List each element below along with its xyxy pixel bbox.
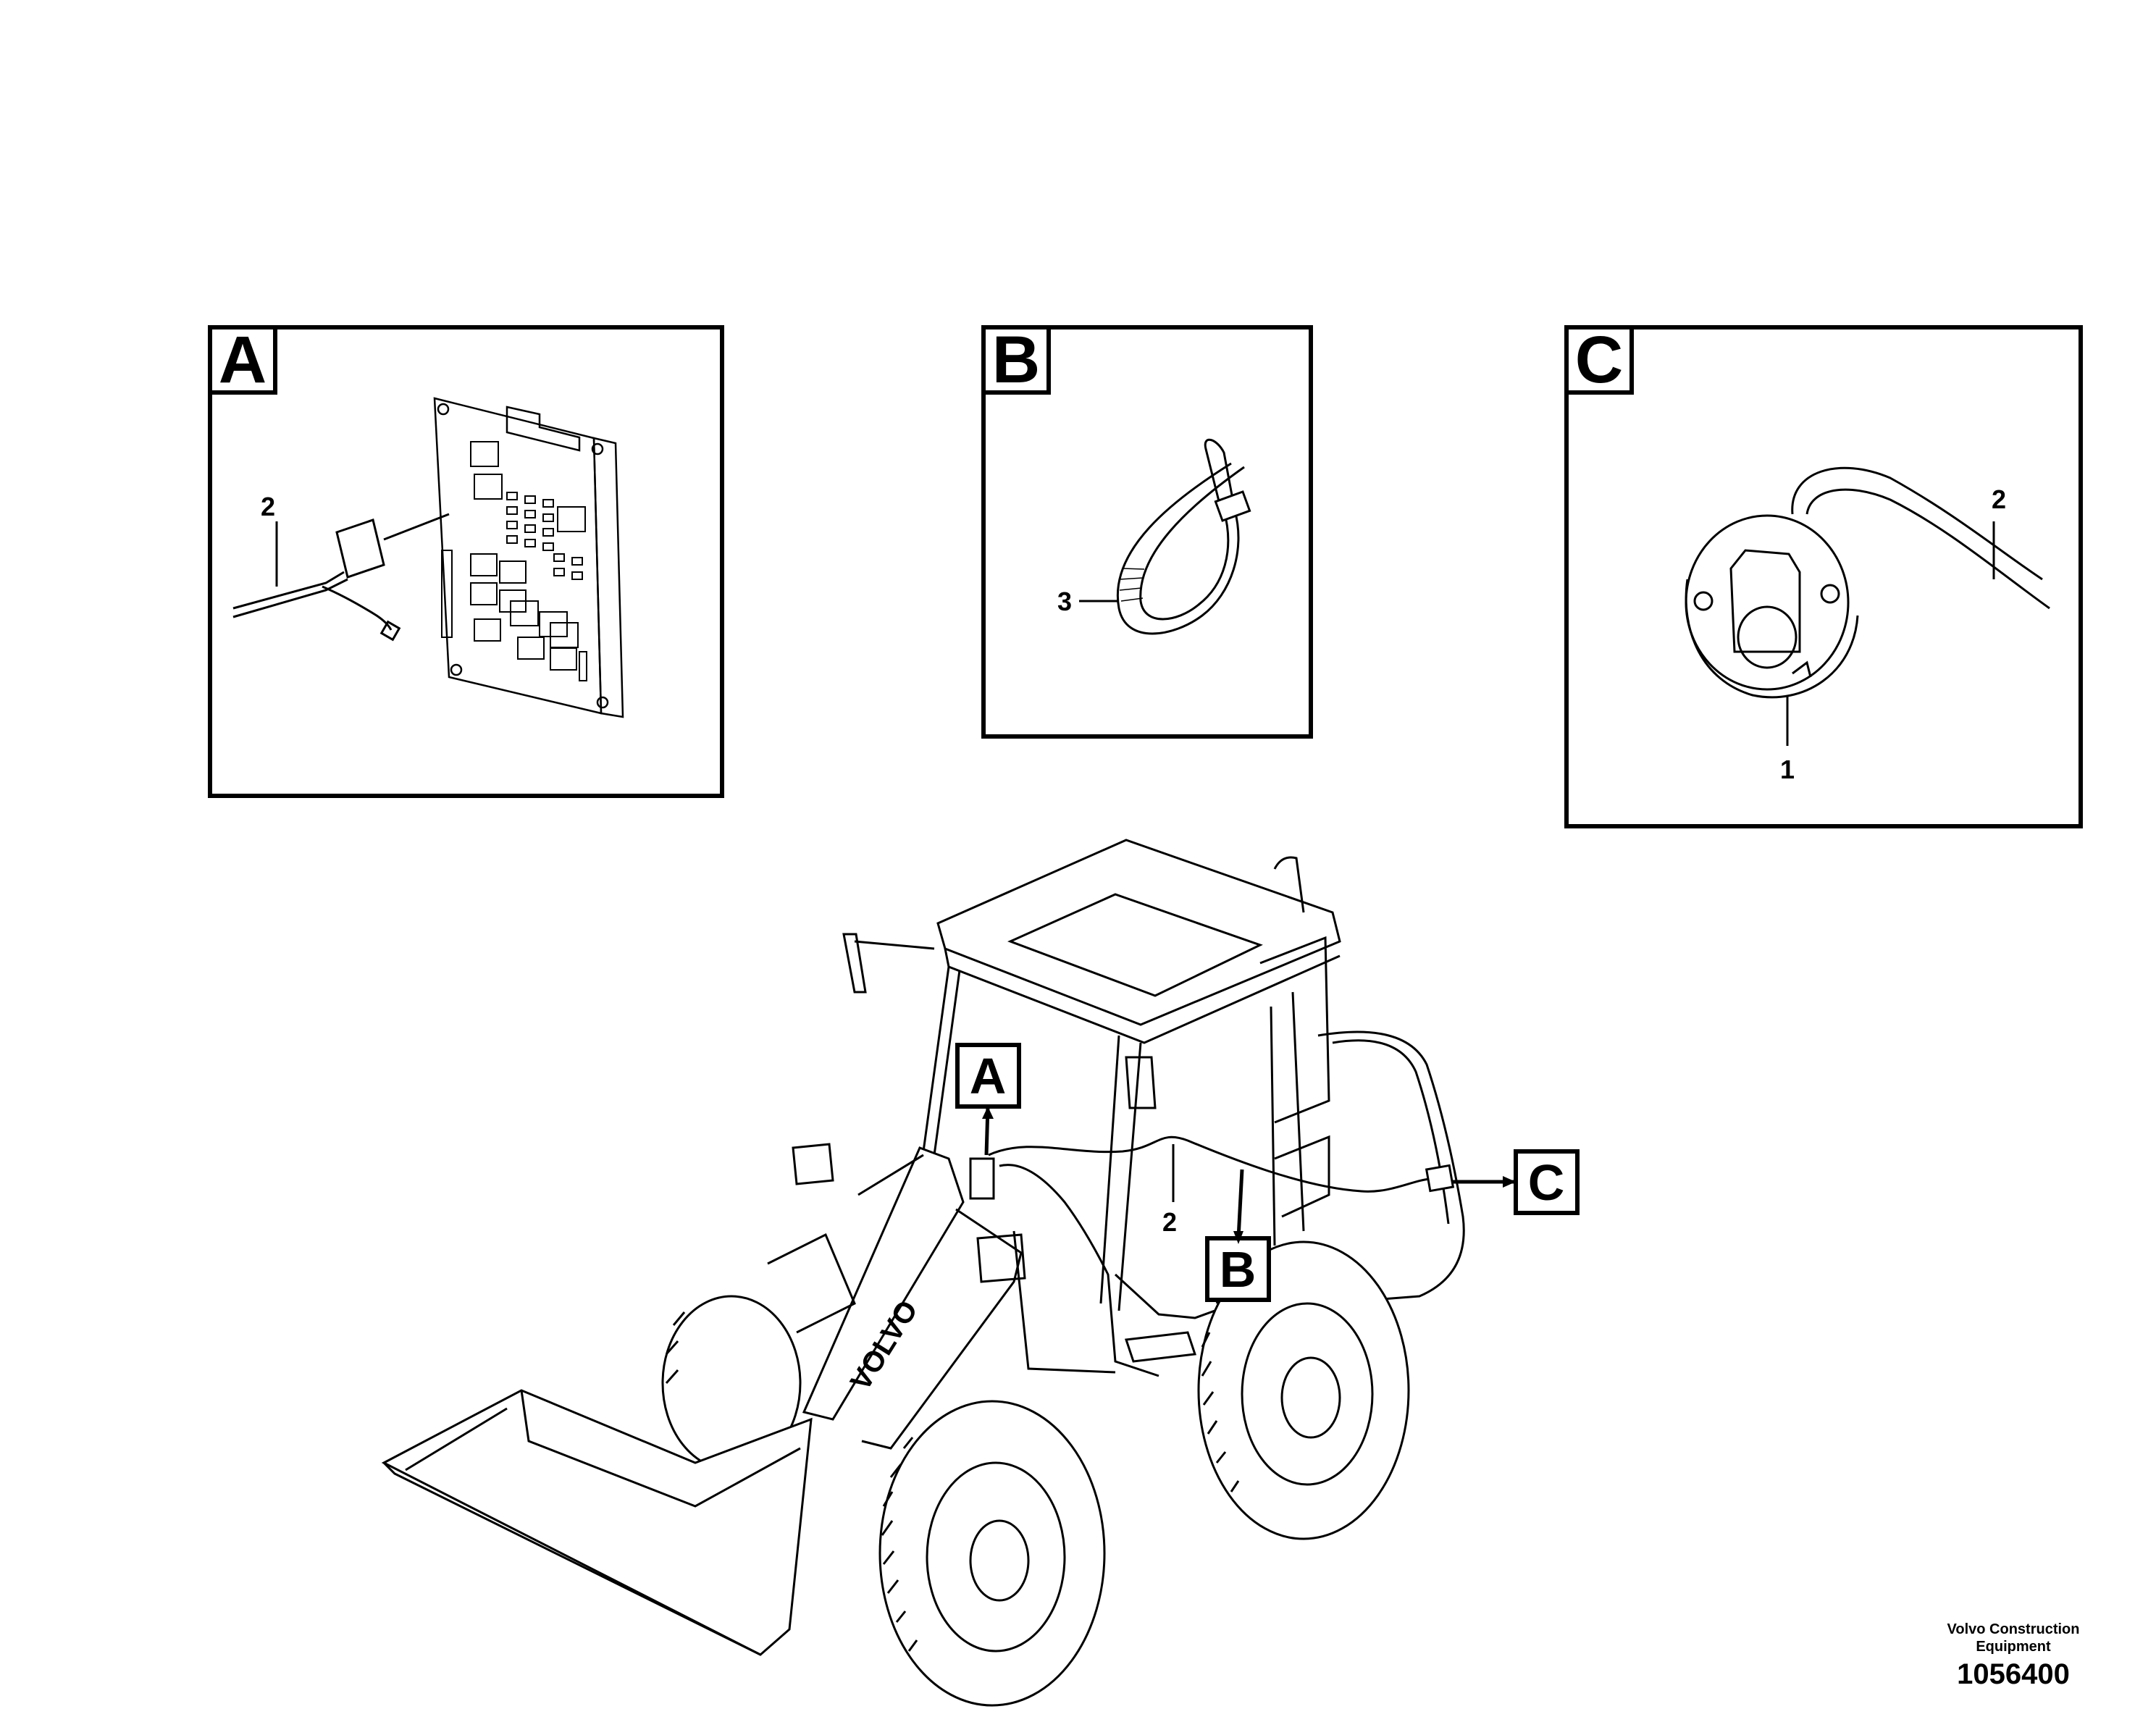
control-board <box>433 397 624 718</box>
footer-block: Volvo Construction Equipment 1056400 <box>1883 1621 2144 1691</box>
figure-code: 1056400 <box>1957 1658 2070 1690</box>
main-part-label: 2 <box>1162 1207 1177 1237</box>
svg-text:B: B <box>1220 1241 1257 1298</box>
detail-b-part-label: 3 <box>1057 587 1072 616</box>
wheel-loader-illustration <box>381 839 1465 1707</box>
detail-a-letter: A <box>219 323 267 397</box>
cable-tie <box>1116 439 1251 635</box>
socket-connector <box>1685 466 2050 699</box>
footer-company-line1: Volvo Construction <box>1947 1621 2080 1637</box>
detail-b-letter: B <box>992 323 1040 397</box>
callout-a: A <box>955 1043 1021 1156</box>
wire-harness-route <box>969 1135 1455 1200</box>
svg-text:A: A <box>970 1048 1007 1104</box>
footer-company-line2: Equipment <box>1976 1639 2051 1655</box>
callout-b: B <box>1205 1169 1271 1302</box>
detail-a-part-label: 2 <box>261 492 275 521</box>
harness-a <box>232 513 450 642</box>
detail-c-letter: C <box>1575 323 1623 397</box>
detail-view-a: A <box>208 323 724 798</box>
svg-text:C: C <box>1528 1154 1565 1211</box>
callout-c: C <box>1452 1149 1580 1215</box>
detail-c-part-label-1: 1 <box>1780 755 1795 784</box>
detail-view-b: B 3 <box>981 323 1313 739</box>
detail-c-part-label-2: 2 <box>1992 484 2006 514</box>
detail-view-c: C 2 1 <box>1564 323 2083 828</box>
